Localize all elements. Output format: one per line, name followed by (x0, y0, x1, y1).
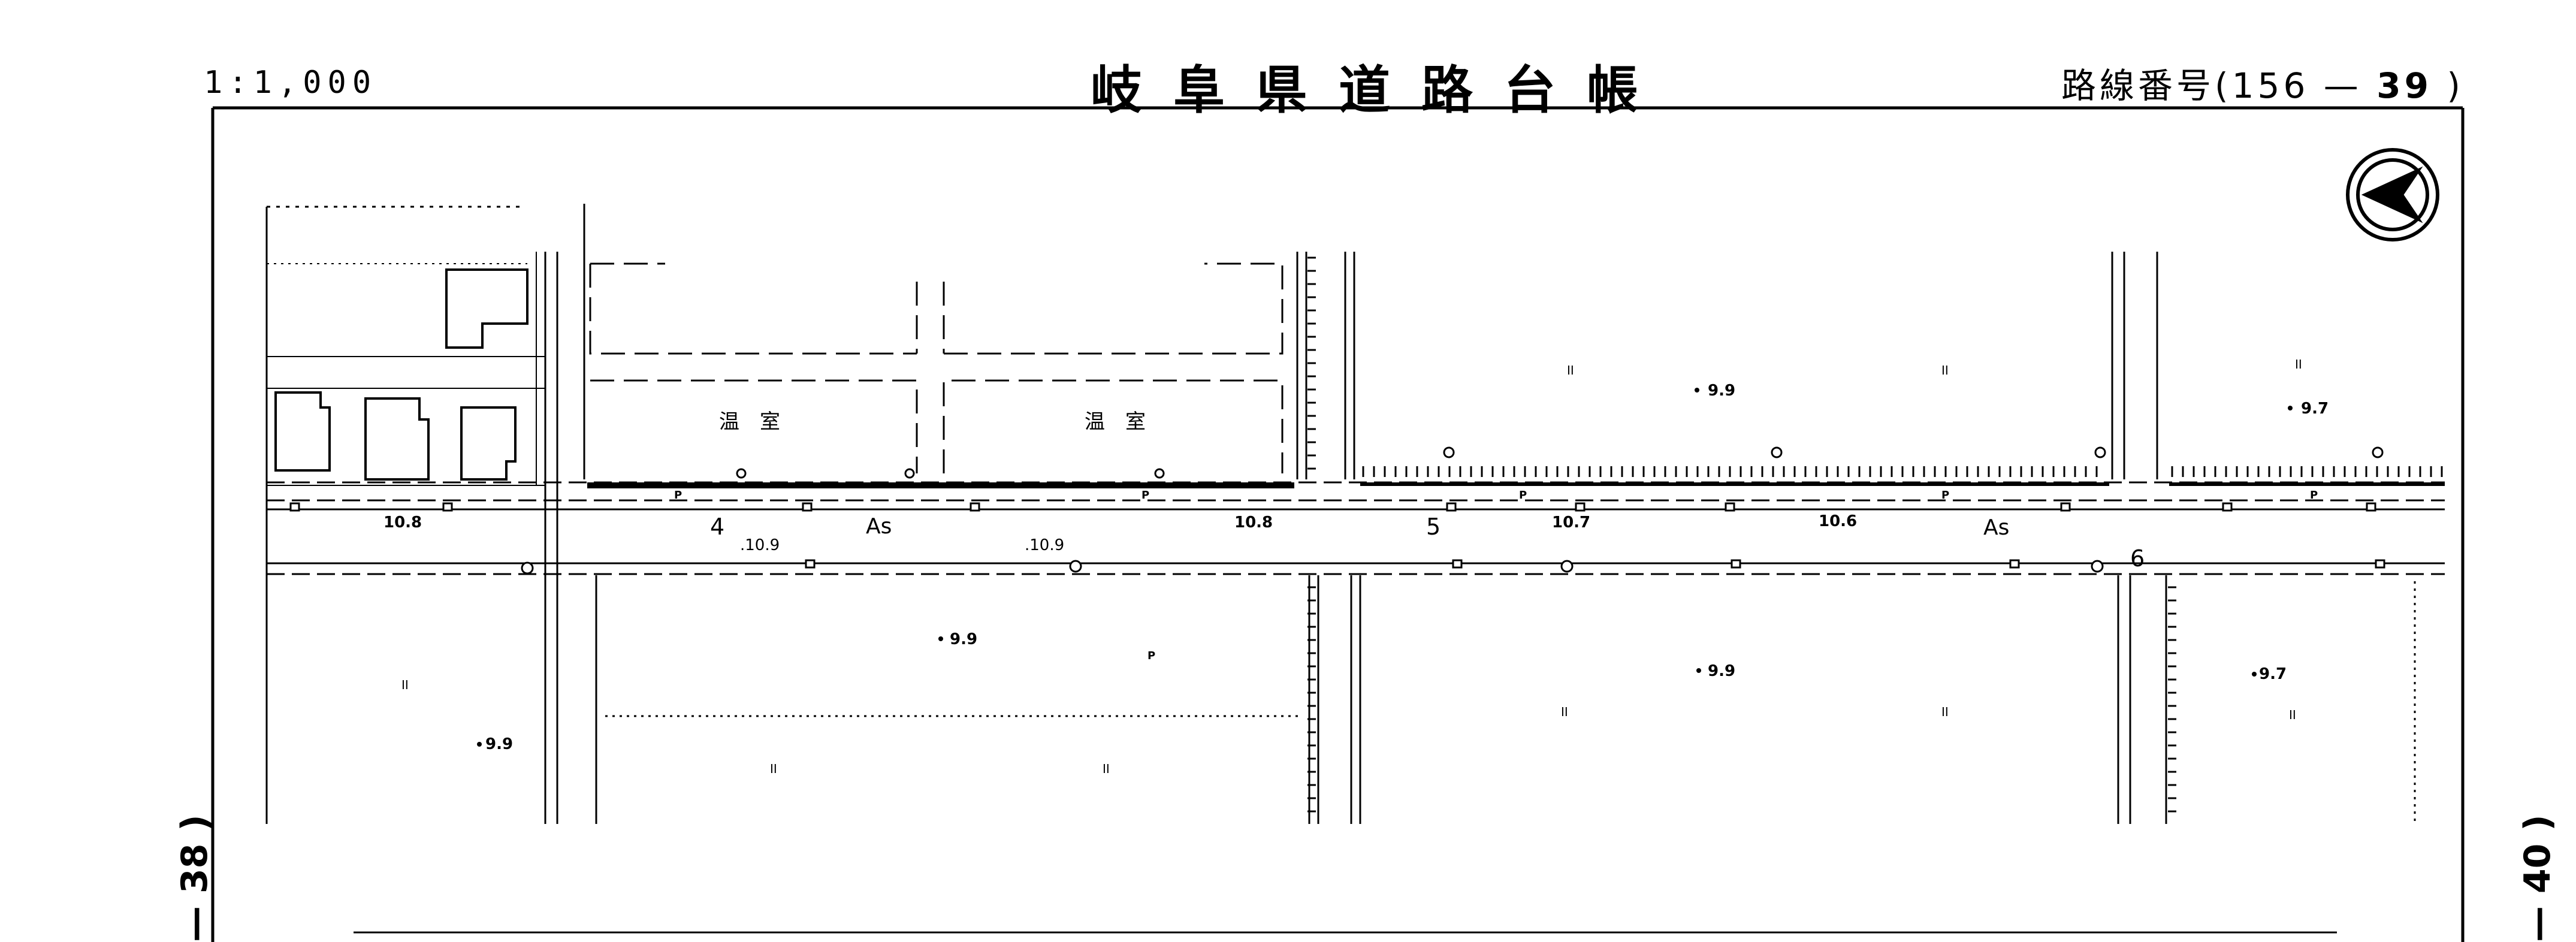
north-arrow-icon (2346, 148, 2439, 241)
field-mark: II (1567, 363, 1574, 378)
pole-label: P (1941, 489, 1949, 502)
elevation: 10.6 (1819, 512, 1857, 530)
field-mark: II (1941, 363, 1949, 378)
buildings (274, 268, 529, 481)
route-main: 156 (2231, 65, 2309, 106)
station-number: 6 (2130, 545, 2145, 572)
surface-label: As (1983, 515, 2009, 540)
elevation: 9.9 (1708, 662, 1735, 680)
surface-label: As (866, 514, 892, 539)
elevation: .10.9 (740, 536, 780, 554)
route-number: 路線番号(156 — 39 ) (2061, 58, 2464, 108)
building (364, 397, 430, 481)
elevation: 9.9 (950, 630, 977, 648)
route-sheet: 39 (2376, 65, 2432, 106)
elevation: 10.8 (1234, 514, 1273, 532)
field-mark: II (1941, 705, 1949, 719)
station-number: 4 (710, 514, 724, 540)
elevation: .10.9 (1025, 536, 1064, 554)
fence-lines (1307, 256, 2443, 813)
field-mark: II (770, 762, 777, 776)
field-mark: II (2289, 708, 2296, 722)
pole-label: P (674, 489, 682, 502)
field-mark: II (1561, 705, 1568, 719)
elevation: 9.9 (1708, 382, 1735, 400)
pole-label: P (1519, 489, 1527, 502)
pole-label: P (1147, 650, 1155, 662)
station-number: 5 (1426, 514, 1440, 540)
field-mark: II (2295, 357, 2302, 372)
greenhouse-label: 温 室 (719, 410, 780, 434)
elevation: 9.7 (2259, 665, 2287, 683)
building (460, 406, 517, 481)
building (274, 391, 331, 472)
elevation-points (477, 388, 2293, 747)
route-prefix: 路線番号( (2061, 65, 2232, 106)
utility-markers (289, 446, 2385, 575)
field-mark: II (1103, 762, 1110, 776)
parcel-lines (267, 252, 545, 486)
pole-label: P (1141, 489, 1149, 502)
elevation: 9.9 (485, 735, 513, 753)
field-mark: II (401, 678, 409, 692)
route-suffix: ) (2432, 65, 2465, 106)
pole-label: P (2310, 489, 2318, 502)
greenhouse-label: 温 室 (1085, 410, 1146, 434)
road-main (267, 481, 2445, 575)
building (445, 268, 529, 349)
map-limits (265, 206, 521, 824)
map-scale: 1:1,000 (204, 65, 378, 101)
side-roads (544, 204, 2416, 824)
greenhouses (589, 262, 1284, 473)
map-frame (211, 106, 2465, 942)
route-dash: — (2309, 65, 2377, 106)
elevation: 10.8 (383, 514, 422, 532)
page-title: 岐阜県道路台帳 (1091, 61, 1669, 120)
elevation: 10.7 (1552, 514, 1590, 532)
elevation: 9.7 (2301, 400, 2329, 418)
